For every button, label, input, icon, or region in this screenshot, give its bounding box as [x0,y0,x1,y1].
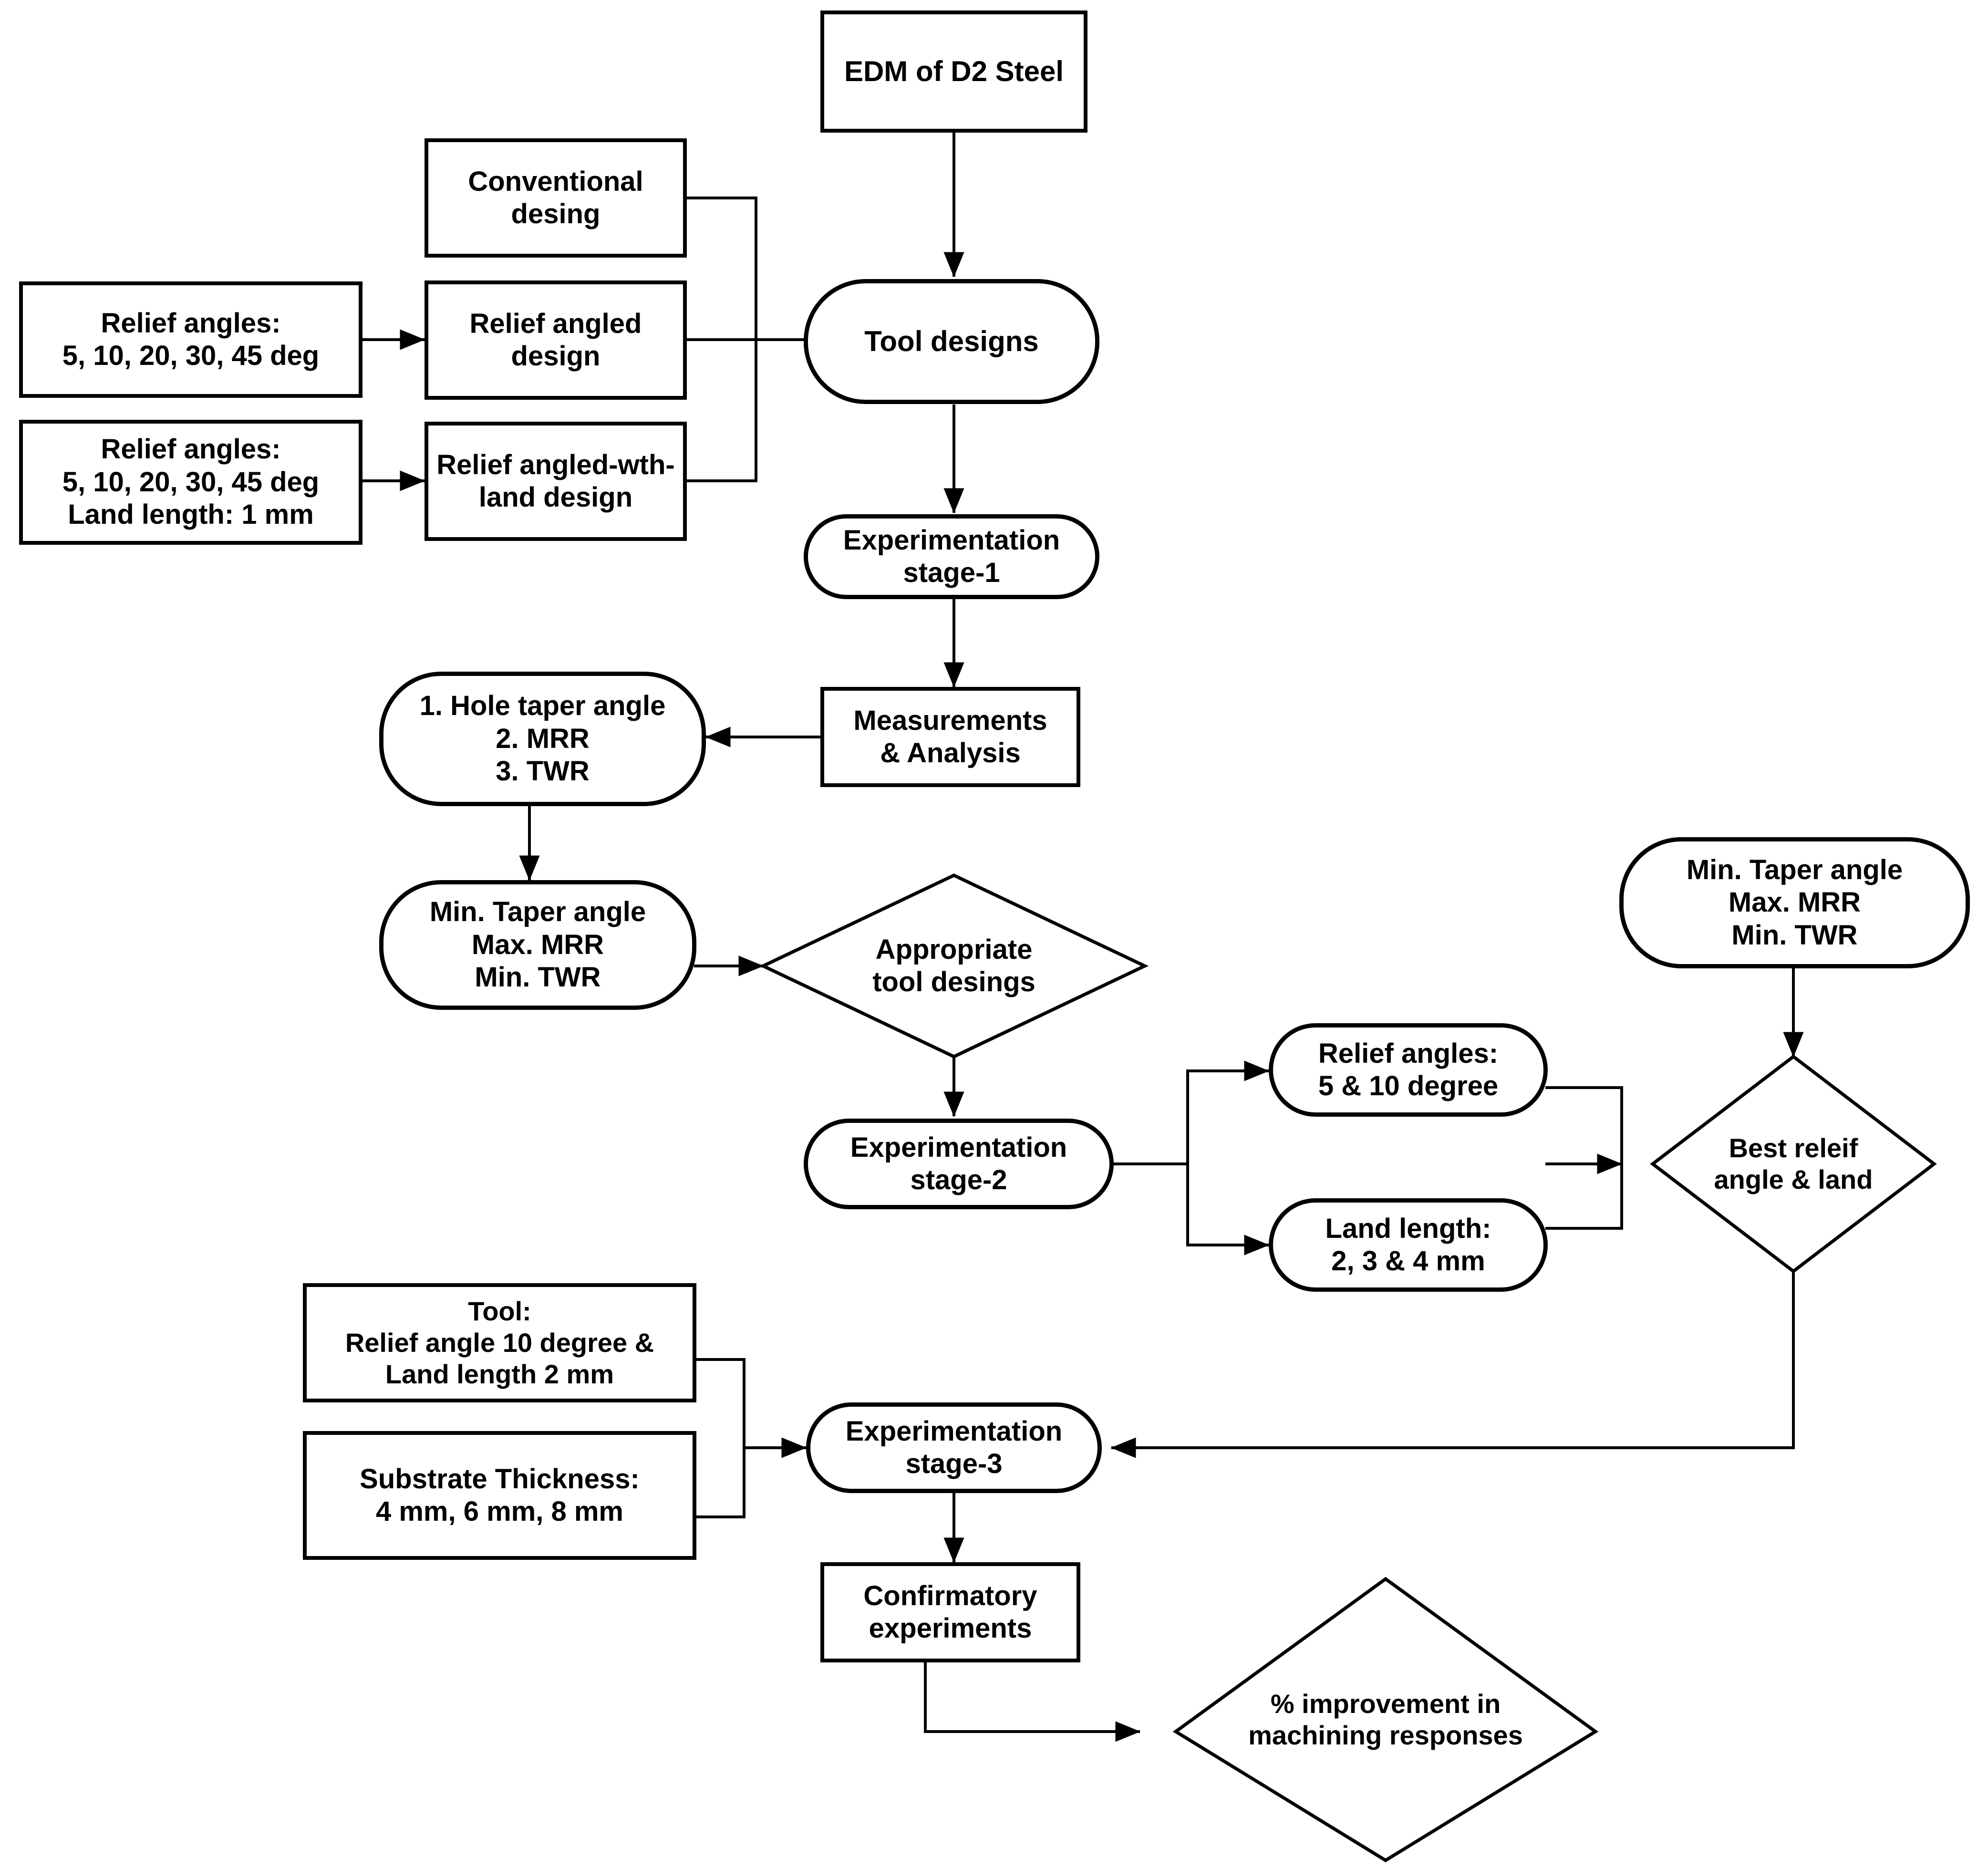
node-label: Relief angled-wth- land design [436,449,675,513]
node-label: Relief angles: 5 & 10 degree [1318,1038,1499,1101]
node-label: Relief angled design [469,308,642,372]
node-label: Confirmatory experiments [863,1580,1037,1644]
node-label: EDM of D2 Steel [844,55,1064,87]
node-label: Min. Taper angle Max. MRR Min. TWR [1686,854,1903,951]
node-tool-designs[interactable]: Tool designs [804,279,1099,404]
node-label: Measurements & Analysis [853,705,1047,768]
node-relief-angles-5-10-degree[interactable]: Relief angles: 5 & 10 degree [1269,1023,1548,1117]
bus-tool-designs-inputs [687,197,757,482]
node-min-taper-max-mrr-min-twr-right[interactable]: Min. Taper angle Max. MRR Min. TWR [1619,837,1970,968]
node-percent-improvement-in-machining-responses[interactable]: % improvement in machining responses [1176,1579,1595,1860]
node-tool-relief-10-land-2[interactable]: Tool: Relief angle 10 degree & Land leng… [303,1283,696,1402]
node-appropriate-tool-desings[interactable]: Appropriate tool desings [763,875,1145,1057]
node-conventional-desing[interactable]: Conventional desing [425,138,687,258]
node-relief-angles-land-1mm[interactable]: Relief angles: 5, 10, 20, 30, 45 deg Lan… [19,420,362,545]
node-experimentation-stage-1[interactable]: Experimentation stage-1 [804,514,1099,599]
node-measurements-and-analysis[interactable]: Measurements & Analysis [820,687,1080,787]
node-substrate-thickness[interactable]: Substrate Thickness: 4 mm, 6 mm, 8 mm [303,1431,696,1560]
node-label: Relief angles: 5, 10, 20, 30, 45 deg [62,307,320,371]
node-label: 1. Hole taper angle 2. MRR 3. TWR [419,690,666,787]
edge-stage2-to-reliefangles510 [1111,1060,1270,1165]
node-label: Experimentation stage-1 [843,524,1060,588]
edge-bestreleif-to-stage3 [1110,1271,1795,1458]
node-label: Relief angles: 5, 10, 20, 30, 45 deg Lan… [62,434,320,530]
node-label: Appropriate tool desings [872,934,1035,997]
node-confirmatory-experiments[interactable]: Confirmatory experiments [820,1562,1080,1662]
bus-best-releif-inputs [1545,1086,1623,1230]
node-relief-angles-stage1[interactable]: Relief angles: 5, 10, 20, 30, 45 deg [19,281,362,398]
node-experimentation-stage-3[interactable]: Experimentation stage-3 [806,1402,1102,1493]
node-label: Experimentation stage-3 [845,1415,1063,1479]
edge-stage2-to-landlength [1186,1164,1270,1256]
node-label: Tool: Relief angle 10 degree & Land leng… [345,1296,654,1390]
node-label: Tool designs [864,325,1039,357]
node-experimentation-stage-2[interactable]: Experimentation stage-2 [804,1119,1114,1209]
node-relief-angled-design[interactable]: Relief angled design [425,280,687,400]
node-label: Experimentation stage-2 [850,1131,1067,1195]
node-label: Min. Taper angle Max. MRR Min. TWR [429,896,646,993]
node-edm-of-d2-steel[interactable]: EDM of D2 Steel [820,10,1087,133]
node-label: Substrate Thickness: 4 mm, 6 mm, 8 mm [360,1463,640,1527]
node-best-releif-angle-and-land[interactable]: Best releif angle & land [1653,1057,1934,1271]
node-responses-list[interactable]: 1. Hole taper angle 2. MRR 3. TWR [379,672,706,806]
bus-stage3-inputs [696,1358,746,1518]
node-label: Land length: 2, 3 & 4 mm [1325,1213,1491,1276]
node-land-length-2-3-4-mm[interactable]: Land length: 2, 3 & 4 mm [1269,1198,1548,1292]
node-min-taper-max-mrr-min-twr-left[interactable]: Min. Taper angle Max. MRR Min. TWR [379,880,696,1010]
node-relief-angled-with-land-design[interactable]: Relief angled-wth- land design [425,422,687,541]
node-label: Best releif angle & land [1714,1132,1873,1194]
node-label: % improvement in machining responses [1248,1688,1523,1750]
node-label: Conventional desing [468,166,643,229]
